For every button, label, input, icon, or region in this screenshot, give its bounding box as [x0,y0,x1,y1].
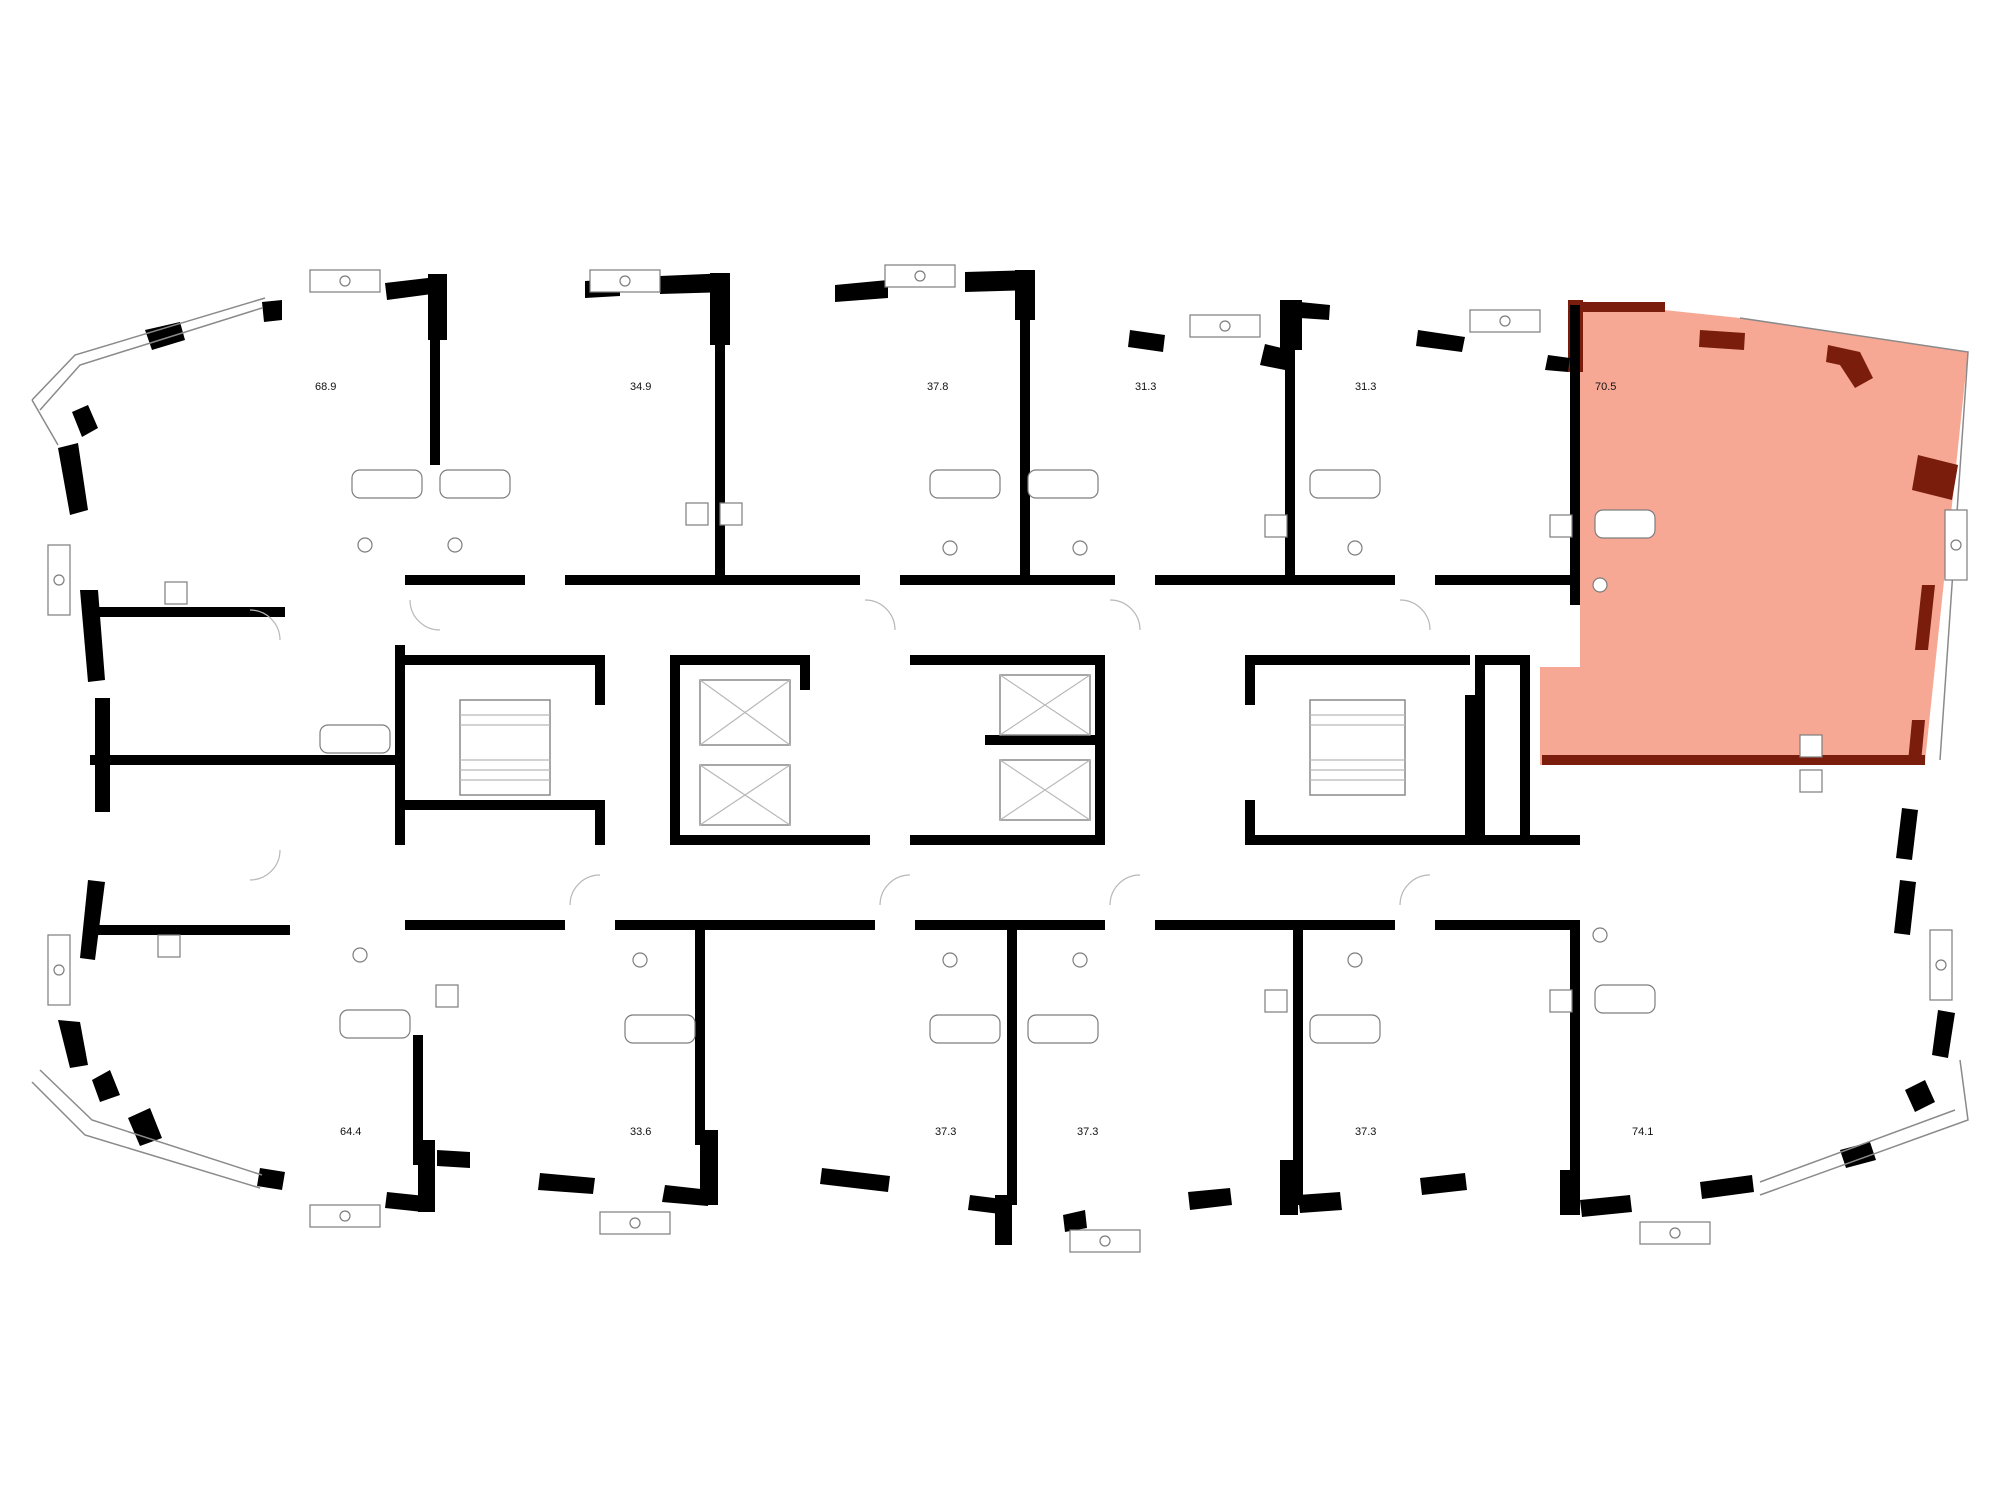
bathtub-icon [1594,984,1656,1014]
bathtub-icon [1027,469,1099,499]
toilet-icon [942,540,958,556]
window-ac-icon [309,1204,381,1228]
toilet-icon [447,537,463,553]
window-ac-icon [1929,929,1953,1001]
door-swing-icon [1399,599,1431,631]
window-ac-icon [309,269,381,293]
unit-area-label: 37.3 [1355,1126,1376,1138]
toilet-icon [1592,927,1608,943]
bathtub-icon [439,469,511,499]
toilet-icon [632,952,648,968]
window-ac-icon [47,544,71,616]
toilet-icon [1072,540,1088,556]
stove-icon [1264,514,1288,538]
stove-icon [164,581,188,605]
stove-icon [1549,514,1573,538]
window-ac-icon [589,269,661,293]
exterior-walls-bottom [257,1130,1876,1245]
toilet-icon [1347,952,1363,968]
window-ac-icon [1189,314,1261,338]
bathtub-icon [929,1014,1001,1044]
window-ac-icon [1469,309,1541,333]
toilet-icon [357,537,373,553]
stairs-icon [1309,699,1406,796]
unit-area-label: 37.3 [935,1126,956,1138]
window-ac-icon [1069,1229,1141,1253]
unit-area-label: 34.9 [630,381,651,393]
elevator-icon [999,759,1091,821]
kitchen-stoves [157,502,1823,1013]
unit-area-label: 37.8 [927,381,948,393]
unit-area-label: 64.4 [340,1126,361,1138]
unit-area-label: 68.9 [315,381,336,393]
unit-area-label: 31.3 [1135,381,1156,393]
unit-area-label: 74.1 [1632,1126,1653,1138]
window-units [47,264,1968,1253]
bathtub-icon [1594,509,1656,539]
unit-area-label: 37.3 [1077,1126,1098,1138]
bathtub-icon [319,724,391,754]
window-ac-icon [1944,509,1968,581]
balcony-outlines [31,297,1969,1196]
toilet-icon [1347,540,1363,556]
bathroom-fixtures [319,469,1656,1044]
unit-area-label: 33.6 [630,1126,651,1138]
stove-icon [435,984,459,1008]
exterior-walls-left [58,405,162,1146]
bathtub-icon [339,1009,411,1039]
door-swing-icon [249,849,281,881]
exterior-walls-right [1894,808,1955,1112]
door-swing-icon [864,599,896,631]
window-ac-icon [1639,1221,1711,1245]
door-swing-icon [249,609,281,641]
bathtub-icon [1309,1014,1381,1044]
toilet-icon [942,952,958,968]
doors [249,599,1431,906]
window-ac-icon [599,1211,671,1235]
selected-unit-fill[interactable] [1540,300,1968,765]
door-swing-icon [409,599,441,631]
stove-icon [157,934,181,958]
toilet-icon [1072,952,1088,968]
stove-icon [1549,989,1573,1013]
selected-unit[interactable] [1540,300,1968,765]
window-ac-icon [884,264,956,288]
stove-icon [1799,734,1823,758]
elevator-icon [699,764,791,826]
unit-area-label[interactable]: 70.5 [1595,381,1616,393]
bathtub-icon [929,469,1001,499]
bathtub-icon [624,1014,696,1044]
stove-icon [719,502,743,526]
door-swing-icon [569,874,601,906]
bathtub-icon [351,469,423,499]
stairs-icon [459,699,551,796]
bathtub-icon [1027,1014,1099,1044]
interior-walls [90,293,1580,1205]
elevator-icon [999,674,1091,736]
stove-icon [1264,989,1288,1013]
toilet-icon [1592,577,1608,593]
toilet-icon [352,947,368,963]
door-swing-icon [879,874,911,906]
elevator-icon [699,679,791,746]
stove-icon [1799,769,1823,793]
bathtub-icon [1309,469,1381,499]
door-swing-icon [1399,874,1431,906]
unit-area-label: 31.3 [1355,381,1376,393]
door-swing-icon [1109,599,1141,631]
door-swing-icon [1109,874,1141,906]
window-ac-icon [47,934,71,1006]
elevator-bank [699,674,1091,826]
stove-icon [685,502,709,526]
